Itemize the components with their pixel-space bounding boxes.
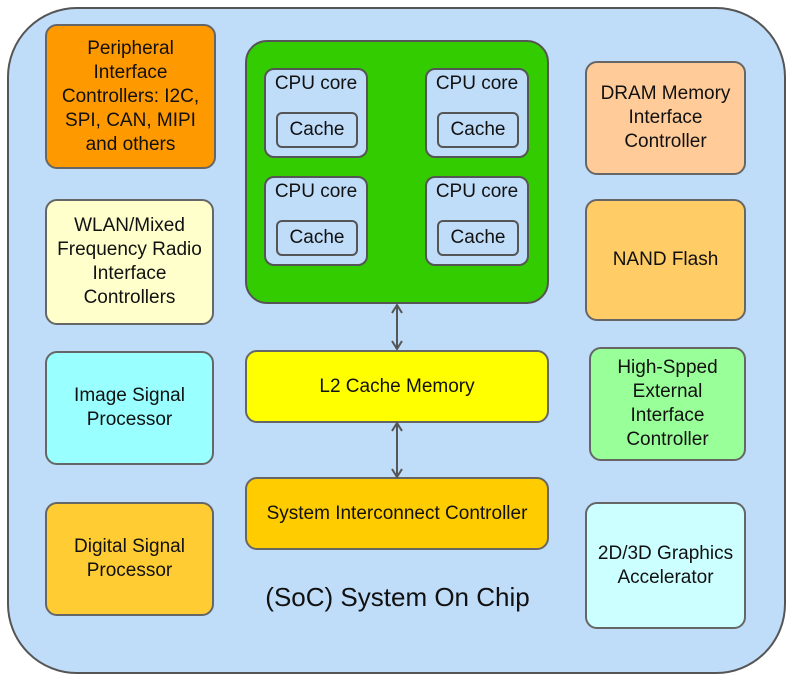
- graphics-accelerator-block: 2D/3D Graphics Accelerator: [585, 502, 746, 629]
- high-speed-interface-block: High-Spped External Interface Controller: [589, 347, 746, 461]
- cpu-cluster: CPU core Cache CPU core Cache CPU core C…: [245, 40, 549, 304]
- dram-memory-controller-label: DRAM Memory Interface Controller: [600, 83, 731, 152]
- peripheral-interface-block: Peripheral Interface Controllers: I2C, S…: [45, 24, 216, 169]
- digital-signal-processor-block: Digital Signal Processor: [45, 502, 214, 616]
- cpu-core: CPU core Cache: [425, 68, 529, 158]
- cpu-core-label: CPU core: [435, 181, 519, 202]
- core-cache: Cache: [437, 112, 519, 148]
- l2-cache-memory-label: L2 Cache Memory: [319, 375, 475, 397]
- cpu-core-label: CPU core: [435, 73, 519, 94]
- l2-cache-memory-block: L2 Cache Memory: [245, 350, 549, 423]
- cpu-core: CPU core Cache: [425, 176, 529, 266]
- peripheral-interface-label: Peripheral Interface Controllers: I2C, S…: [61, 37, 200, 155]
- cpu-core: CPU core Cache: [264, 68, 368, 158]
- cpu-l2-arrowhead-bottom: [391, 340, 403, 351]
- core-cache: Cache: [437, 220, 519, 256]
- cpu-l2-arrowhead-top: [391, 303, 403, 314]
- l2-interconnect-arrowhead-bottom: [391, 468, 403, 479]
- digital-signal-processor-label: Digital Signal Processor: [74, 536, 185, 581]
- cpu-core-label: CPU core: [274, 73, 358, 94]
- dram-memory-controller-block: DRAM Memory Interface Controller: [585, 61, 746, 175]
- nand-flash-label: NAND Flash: [612, 249, 719, 270]
- core-cache: Cache: [276, 220, 358, 256]
- core-cache: Cache: [276, 112, 358, 148]
- nand-flash-block: NAND Flash: [585, 199, 746, 321]
- cpu-core: CPU core Cache: [264, 176, 368, 266]
- l2-interconnect-arrowhead-top: [391, 421, 403, 432]
- soc-caption: (SoC) System On Chip: [265, 582, 530, 612]
- cpu-core-label: CPU core: [274, 181, 358, 202]
- graphics-accelerator-label: 2D/3D Graphics Accelerator: [597, 542, 734, 588]
- system-interconnect-label: System Interconnect Controller: [266, 502, 528, 524]
- high-speed-interface-label: High-Spped External Interface Controller: [617, 357, 718, 450]
- image-signal-processor-block: Image Signal Processor: [45, 351, 214, 465]
- image-signal-processor-label: Image Signal Processor: [74, 385, 185, 430]
- wlan-radio-interface-label: WLAN/Mixed Frequency Radio Interface Con…: [57, 215, 202, 308]
- wlan-radio-interface-block: WLAN/Mixed Frequency Radio Interface Con…: [45, 199, 214, 325]
